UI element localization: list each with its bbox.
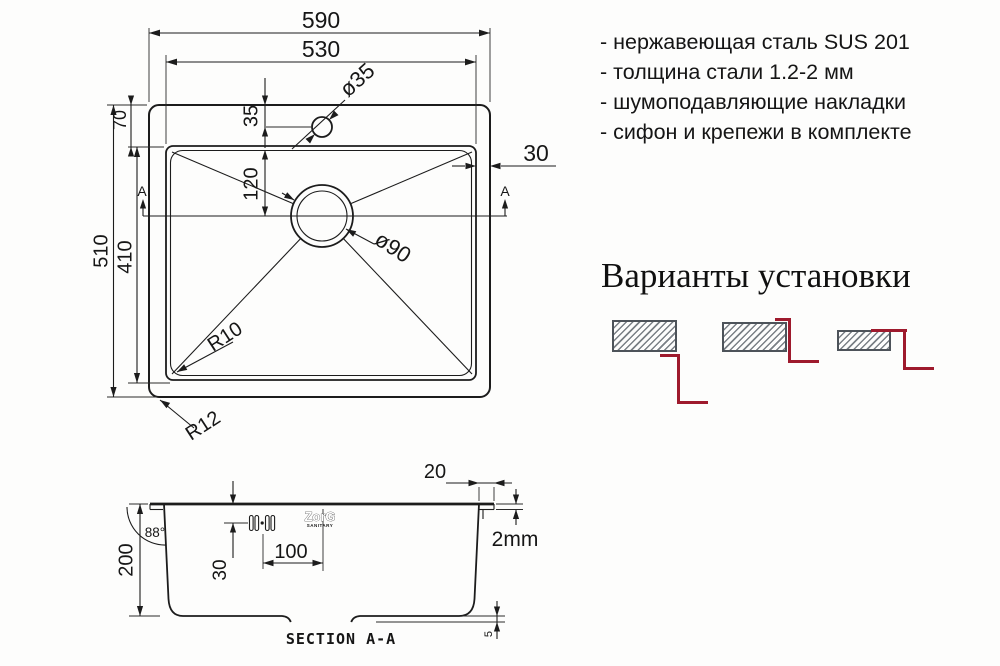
zorg-logo: ZorG SANITARY xyxy=(304,509,336,528)
dim-2mm-label: 2mm xyxy=(492,528,539,551)
dim-r10-label: R10 xyxy=(204,318,247,356)
dim-drain-offset: 120 xyxy=(240,150,269,216)
bowl-diagonals xyxy=(171,151,473,375)
bowl-edge-outer xyxy=(165,145,477,381)
dim-5-label: 5 xyxy=(483,631,495,637)
dim-side-rim: 30 xyxy=(452,140,556,170)
dim-d90-label: ø90 xyxy=(370,226,415,268)
dim-top-rim: 70 xyxy=(110,95,135,157)
dim-r12-label: R12 xyxy=(182,407,225,445)
countertop-hatch xyxy=(721,321,787,352)
faucet-hole xyxy=(311,116,333,138)
spec-list: - нержавеющая сталь SUS 201 - толщина ст… xyxy=(600,27,912,147)
dim-30-label: 30 xyxy=(523,140,549,166)
sink-profile-line xyxy=(871,329,907,332)
dim-overall-width: 590 xyxy=(149,7,490,37)
right-wall xyxy=(458,503,480,617)
zorg-logo-sub: SANITARY xyxy=(307,523,334,528)
countertop-hatch xyxy=(611,320,677,352)
dim-hole-spacing: 100 xyxy=(262,534,323,569)
spec-item: - толщина стали 1.2-2 мм xyxy=(600,60,854,84)
section-marker-left: A xyxy=(137,183,147,199)
bottom-right xyxy=(350,615,459,623)
dim-flange-width: 20 xyxy=(424,461,512,501)
dim-530-label: 530 xyxy=(302,36,340,62)
flange-lips xyxy=(149,504,495,519)
section-cut-line: A A xyxy=(137,183,510,217)
dim-hole-offset: 30 xyxy=(210,481,248,581)
spec-item: - сифон и крепежи в комплекте xyxy=(600,120,912,144)
zorg-logo-text: ZorG xyxy=(304,509,335,524)
sink-profile-line xyxy=(775,317,791,321)
dim-120-label: 120 xyxy=(240,167,262,200)
dim-steel-thickness: 2mm xyxy=(492,489,539,551)
dim-70-label: 70 xyxy=(110,110,130,130)
top-view: A A 590 530 xyxy=(90,7,556,445)
dim-30s-label: 30 xyxy=(210,559,231,580)
section-caption: SECTION A-A xyxy=(286,630,396,648)
angle-arc xyxy=(126,506,167,546)
extension-lines xyxy=(107,28,491,398)
section-view: 200 30 100 20 xyxy=(115,461,538,648)
dim-bowl-width: 530 xyxy=(166,36,476,66)
dim-faucet-offset: 35 xyxy=(240,78,269,148)
installation-title: Варианты установки xyxy=(601,256,911,295)
dim-bowl-height: 200 xyxy=(115,504,160,617)
dim-100-label: 100 xyxy=(274,541,307,563)
countertop-hatch xyxy=(836,330,891,351)
dim-410-label: 410 xyxy=(114,240,136,273)
dim-590-label: 590 xyxy=(302,7,340,33)
dim-88-label: 88° xyxy=(145,525,165,540)
dim-d35-label: ø35 xyxy=(335,58,380,102)
bowl-edge-inner xyxy=(169,149,473,377)
dim-20-label: 20 xyxy=(424,461,446,483)
callout-drain-diameter: ø90 xyxy=(281,192,416,268)
dim-bowl-depth: 410 xyxy=(114,147,141,383)
spec-item: - нержавеющая сталь SUS 201 xyxy=(600,30,910,54)
dim-overall-depth: 510 xyxy=(90,105,117,397)
dim-bottom-offset: 5 xyxy=(376,601,505,639)
callout-faucet-diameter: ø35 xyxy=(291,58,380,150)
callout-inner-radius: R10 xyxy=(176,318,247,373)
spec-item: - шумоподавляющие накладки xyxy=(600,90,907,114)
left-wall xyxy=(163,503,184,617)
section-marker-right: A xyxy=(500,183,510,199)
faucet-hole-slots xyxy=(248,514,276,532)
sink-outer-rim xyxy=(148,104,491,398)
dim-510-label: 510 xyxy=(90,234,112,267)
dim-35-label: 35 xyxy=(240,105,262,127)
sink-profile-line xyxy=(660,354,680,357)
dim-200-label: 200 xyxy=(115,543,137,576)
callout-outer-radius: R12 xyxy=(159,399,225,445)
bottom-left xyxy=(183,615,292,623)
